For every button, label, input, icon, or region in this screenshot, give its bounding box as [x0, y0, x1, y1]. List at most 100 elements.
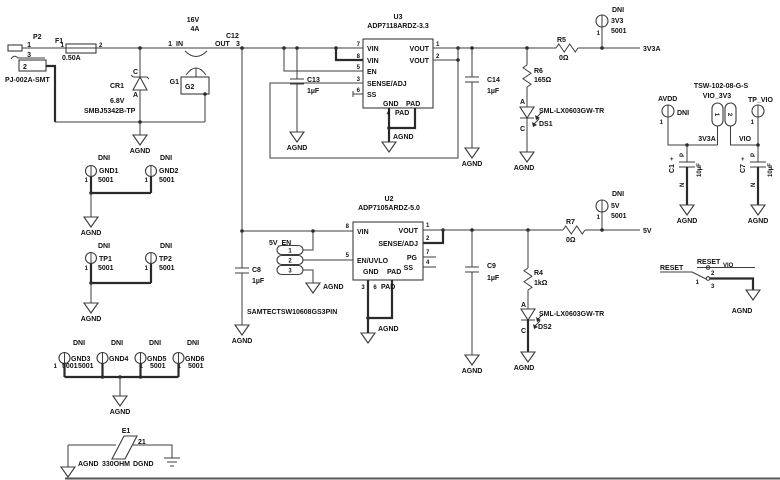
u3-part: ADP7118ARDZ-3.3	[367, 23, 429, 30]
resistor-symbol	[562, 225, 586, 235]
net-5v: 5V	[643, 228, 652, 235]
u2-pin5: 5	[346, 253, 350, 259]
earth-ground-symbol	[164, 457, 180, 467]
tp-tp1-name: TP1	[99, 256, 112, 263]
u2-sense: SENSE/ADJ	[378, 241, 418, 248]
p2-part: PJ-002A-SMT	[5, 77, 50, 84]
c13-val: 1µF	[307, 88, 320, 95]
en-pin1-num: 1	[288, 249, 292, 255]
u2-en: EN/UVLO	[357, 258, 389, 265]
net-vio: VIO	[739, 136, 752, 143]
g2-pin: G2	[185, 84, 194, 91]
u3-vin2: VIN	[367, 58, 379, 65]
f1-pin2: 2	[99, 43, 103, 49]
c1-ref: C1	[669, 164, 676, 173]
regulator-u2: U2 ADP7105ARDZ-5.0 8 5 VIN EN/UVLO 1 2 7…	[346, 196, 445, 344]
diode-symbol	[132, 75, 148, 91]
e1-ref: E1	[122, 428, 131, 435]
cr1-part: SMBJ5342B-TP	[84, 108, 136, 115]
u3-ref: U3	[394, 14, 403, 21]
vio-header-section: TSW-102-08-G-S VIO_3V3 1 2 AVDD DNI 1 3V…	[658, 83, 774, 225]
tp-size: 5001	[159, 177, 175, 184]
dni-label: DNI	[149, 340, 161, 347]
cr1-ref: CR1	[110, 83, 124, 90]
tp-pin1: 1	[140, 364, 144, 370]
res-r5: R5 0Ω	[555, 37, 579, 62]
c12-pin1: 1	[168, 41, 172, 48]
led-branch-ds2: R4 1kΩ A C SML-LX0603GW-TR DS2 AGND	[514, 228, 604, 372]
c12-in: IN	[176, 41, 183, 48]
r5-val: 0Ω	[559, 55, 569, 62]
led-symbol	[518, 106, 536, 120]
tp-pin1: 1	[597, 31, 601, 37]
tsw-pin2-num: 2	[726, 113, 732, 117]
u3-pin6: 6	[357, 88, 361, 94]
tp-size: 5001	[159, 265, 175, 272]
testpoints-gnd3-gnd6: DNI DNI DNI DNI GND3 GND4 GND5 GND6 1 50…	[54, 340, 205, 416]
u2-body	[352, 221, 424, 281]
g2-box	[180, 76, 210, 95]
tp-gnd4-name: GND4	[109, 356, 129, 363]
filter-arc-top	[184, 50, 208, 57]
c12-rating-v: 16V	[187, 17, 200, 24]
agnd-label: AGND	[677, 218, 698, 225]
p2-pin3: 3	[27, 52, 31, 59]
net-reset-vio-sub: VIO	[723, 263, 734, 269]
fuse-f1: F1 1 2 0.50A	[55, 38, 103, 62]
net-tp-vio: TP_VIO	[748, 97, 773, 104]
f1-pin1: 1	[61, 43, 65, 49]
p2-pin2: 2	[23, 64, 27, 71]
dni-label: DNI	[160, 155, 172, 162]
u2-pad1: PAD	[387, 269, 401, 276]
ds2-cathode: C	[521, 328, 526, 335]
tp-pin1: 1	[597, 215, 601, 221]
c1-neg: N	[680, 183, 686, 187]
agnd-label: AGND	[130, 148, 151, 155]
cap-c13: C13 1µF AGND	[287, 46, 320, 152]
avdd-pin1: 1	[660, 120, 664, 126]
r7-ref: R7	[566, 219, 575, 226]
agnd-label: AGND	[514, 365, 535, 372]
agnd-label: AGND	[78, 461, 99, 468]
tp-gnd1-name: GND1	[99, 168, 119, 175]
sw-pin3: 3	[711, 284, 715, 290]
r7-val: 0Ω	[566, 237, 576, 244]
dni-label: DNI	[73, 340, 85, 347]
u2-vin: VIN	[357, 229, 369, 236]
testpoint-3v3: DNI 3V3 5001 1	[595, 7, 627, 50]
dni-label: DNI	[160, 243, 172, 250]
u3-pin2: 2	[436, 54, 440, 60]
c9-val: 1µF	[487, 275, 500, 282]
p2-ref: P2	[33, 34, 42, 41]
u2-pad2: PAD	[381, 284, 395, 291]
resistor-symbol	[555, 43, 579, 53]
tsw-part: TSW-102-08-G-S	[694, 83, 749, 90]
u3-pin3: 3	[357, 77, 361, 83]
en-pin3-num: 3	[288, 269, 292, 275]
c8-val: 1µF	[252, 278, 265, 285]
tp-pin1: 1	[85, 178, 89, 184]
tvs-cr1: C A CR1 6.8V SMBJ5342B-TP AGND	[84, 46, 150, 155]
cr1-value: 6.8V	[110, 98, 125, 105]
regulator-u3: U3 ADP7118ARDZ-3.3 7 8 5 3 6 VIN VIN EN …	[269, 14, 460, 159]
net-3v3a: 3V3A	[643, 46, 661, 53]
net-3v3a: 3V3A	[698, 136, 716, 143]
tp-size: 5001	[78, 363, 94, 370]
led-branch-ds1: R6 165Ω A C SML-LX0603GW-TR DS1 AGND	[514, 46, 604, 172]
c7-plus: +	[741, 157, 745, 163]
cap-c9: C9 1µF AGND	[462, 228, 500, 375]
tp-pin1: 1	[85, 266, 89, 272]
c1-val: 10µF	[697, 163, 703, 177]
u3-pad2: PAD	[395, 110, 409, 117]
ds2-part: SML-LX0603GW-TR	[539, 311, 604, 318]
tp-pin1: 1	[145, 178, 149, 184]
u3-pin5: 5	[357, 65, 361, 71]
testpoints-tp1-tp2: DNI DNI TP1 TP2 1 5001 1 5001 AGND	[81, 243, 175, 323]
led-symbol	[519, 308, 537, 322]
net-reset-vio: RESET	[697, 259, 721, 266]
u3-pin8: 8	[357, 54, 361, 60]
r6-val: 165Ω	[534, 77, 552, 84]
jack-tip	[7, 44, 23, 52]
c12-ref: C12	[226, 33, 239, 40]
